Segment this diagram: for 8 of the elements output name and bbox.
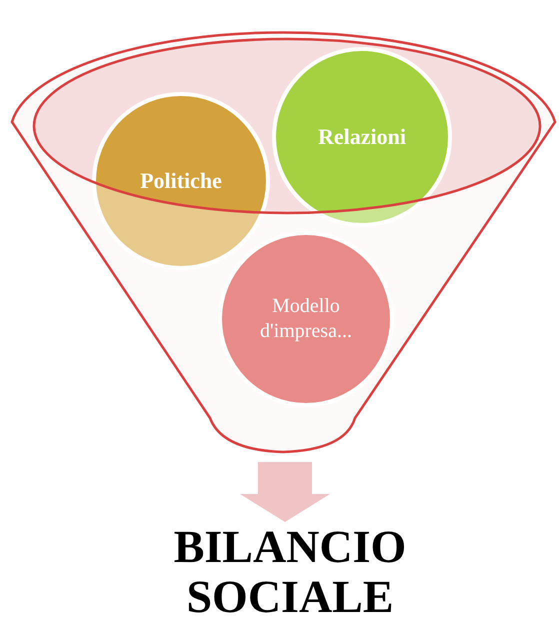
circle-shape xyxy=(272,50,452,224)
block-arrow xyxy=(240,462,330,522)
circle-label: Modello d'impresa... xyxy=(259,294,353,344)
circle-label: Politiche xyxy=(140,167,222,195)
circle-label: Relazioni xyxy=(318,123,406,151)
title-text: BILANCIO SOCIALE xyxy=(172,522,408,622)
circle-shape xyxy=(218,232,394,406)
circle-shape xyxy=(92,92,270,270)
